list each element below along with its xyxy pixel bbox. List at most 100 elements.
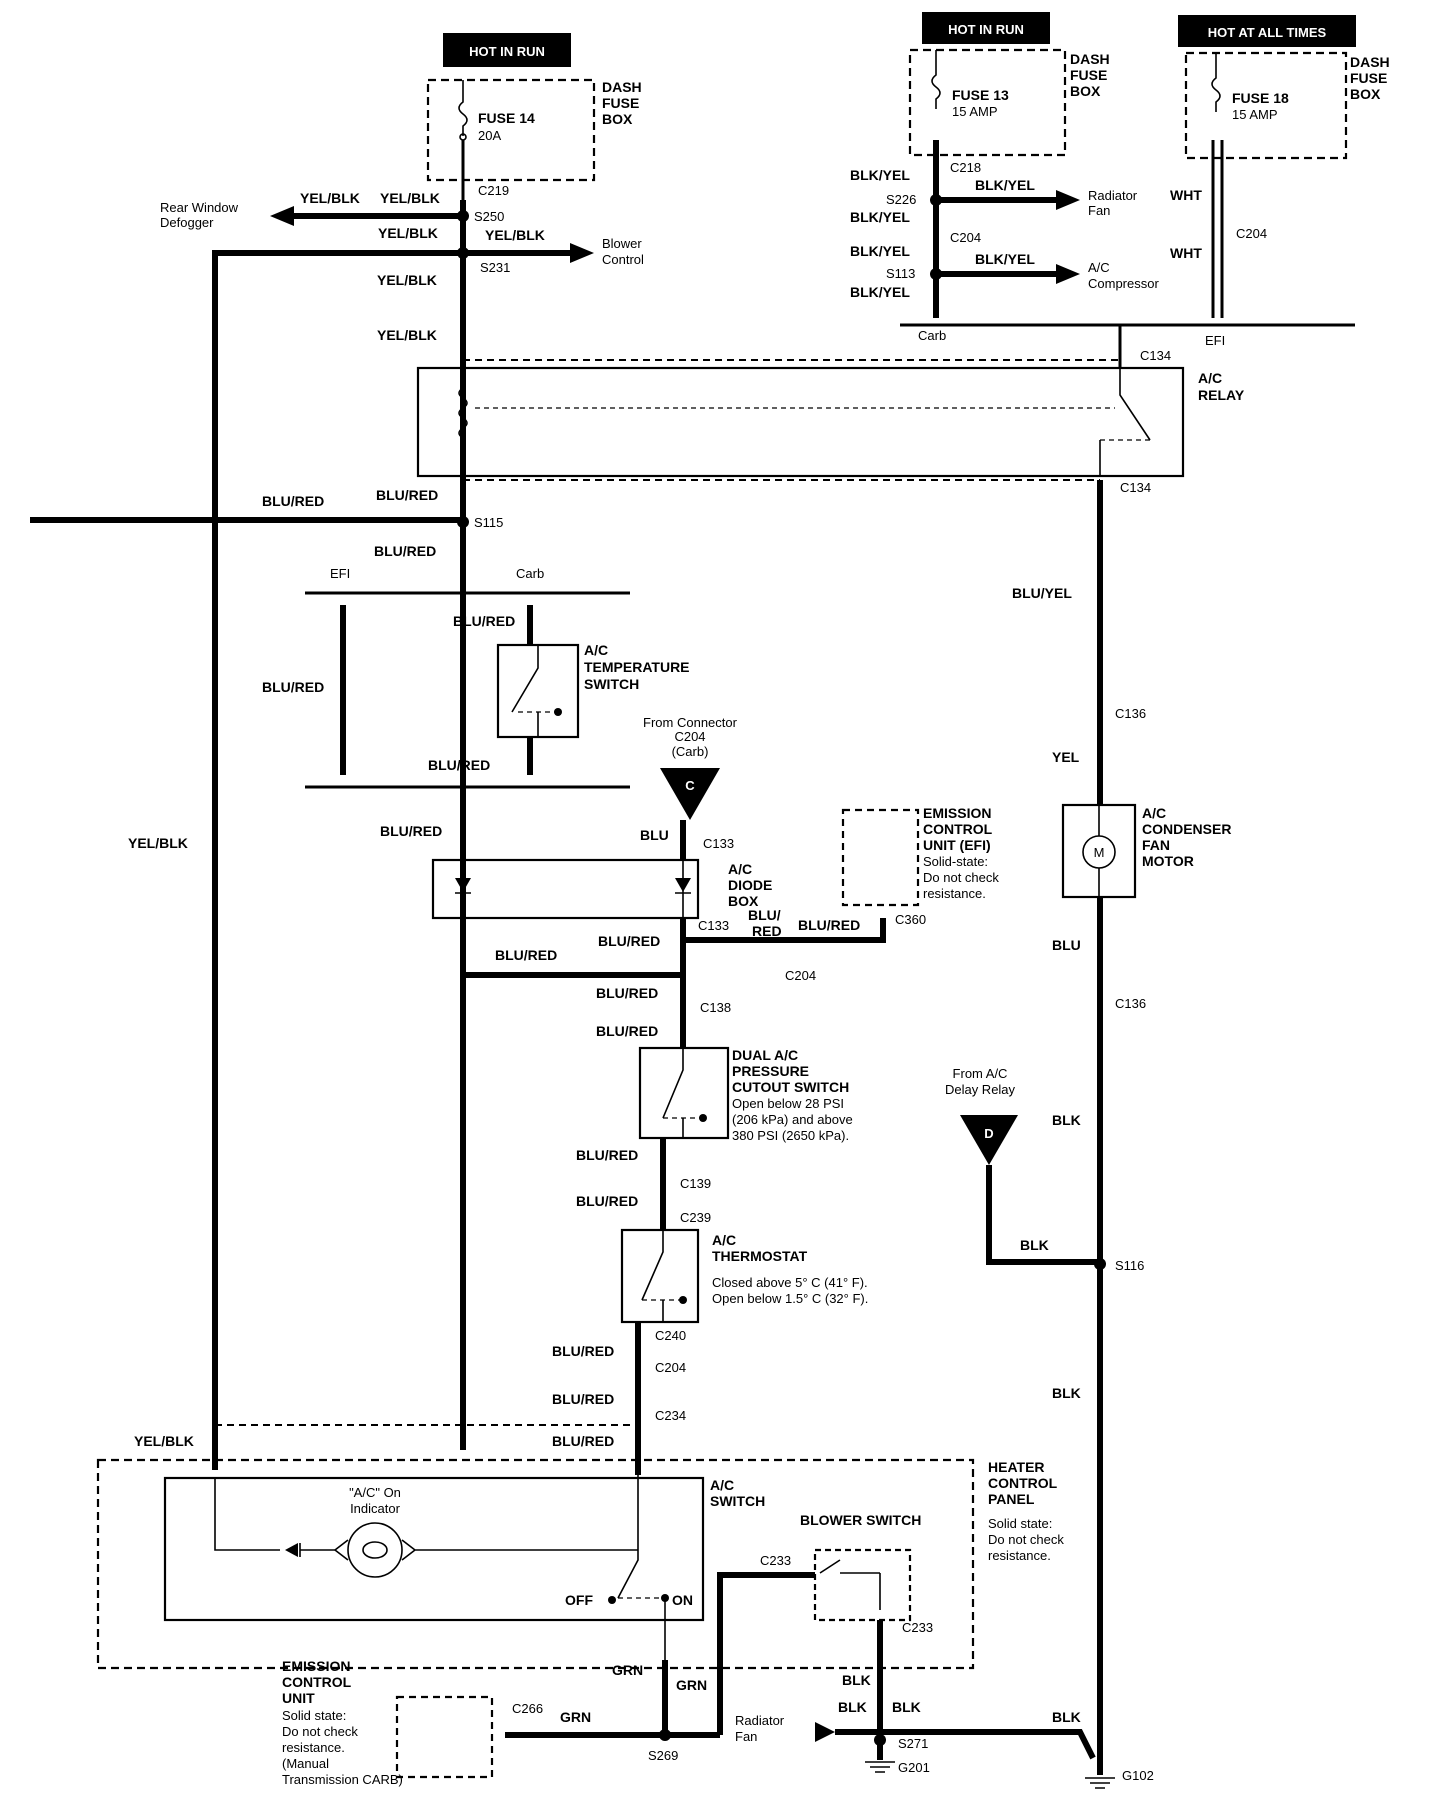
temp-switch-contact: [511, 645, 539, 737]
connector-c-letter: C: [685, 778, 695, 793]
c204-label-wht: C204: [1236, 226, 1267, 241]
fuse18-rating: 15 AMP: [1232, 107, 1278, 122]
ac-relay-coil: [458, 368, 468, 474]
dual-switch-contact: [662, 1048, 684, 1138]
dash-fuse-box-label-right: DASH FUSE BOX: [1350, 54, 1390, 102]
diode-right: [675, 878, 691, 892]
arrow-blower-control: [570, 243, 594, 263]
g201-ground-symbol: [865, 1761, 895, 1773]
svg-text:DASH: DASH: [1070, 51, 1110, 67]
thermostat-pivot: [679, 1296, 687, 1304]
svg-text:RELAY: RELAY: [1198, 387, 1245, 403]
wire-label-blu-red-split: BLU/: [748, 907, 781, 923]
wire-label-yel-blk-blower: YEL/BLK: [485, 227, 545, 243]
wire-label-yel: YEL: [1052, 749, 1080, 765]
blk-ground-bus: [835, 1729, 1096, 1760]
indicator-diode: [285, 1543, 298, 1557]
indicator-diode-bar: [299, 1543, 335, 1557]
s226-label: S226: [886, 192, 916, 207]
heater-control-panel-note: Solid state:: [988, 1516, 1052, 1531]
wire-label-wht-1: WHT: [1170, 187, 1202, 203]
wire-label-yel-blk-3: YEL/BLK: [377, 272, 437, 288]
dual-switch-pivot: [699, 1114, 707, 1122]
c233-label-2: C233: [902, 1620, 933, 1635]
blower-switch-contact: [819, 1559, 881, 1610]
wire-label-blk-4: BLK: [1052, 1112, 1081, 1128]
wire-label-grn-1: GRN: [612, 1662, 643, 1678]
ac-switch-on-label: ON: [672, 1592, 693, 1608]
wire-label-blk-7: BLK: [1052, 1709, 1081, 1725]
c360-label: C360: [895, 912, 926, 927]
blower-control-label: Blower: [602, 236, 642, 251]
c266-label: C266: [512, 1701, 543, 1716]
dual-pressure-switch-label: DUAL A/C: [732, 1047, 798, 1063]
wire-label-blu-red-11: BLU/RED: [576, 1147, 638, 1163]
c133-label-top: C133: [703, 836, 734, 851]
svg-text:MOTOR: MOTOR: [1142, 853, 1194, 869]
c136-label-top: C136: [1115, 706, 1146, 721]
svg-text:BOX: BOX: [1070, 83, 1101, 99]
wire-label-blk-6: BLK: [1052, 1385, 1081, 1401]
wire-label-blu-yel: BLU/YEL: [1012, 585, 1072, 601]
wire-label-yel-blk-bottom: YEL/BLK: [134, 1433, 194, 1449]
wire-label-blu-red-efi: BLU/RED: [262, 679, 324, 695]
emission-control-unit-efi: [841, 808, 920, 907]
c219-label: C219: [478, 183, 509, 198]
svg-text:resistance.: resistance.: [282, 1740, 345, 1755]
c218-label: C218: [950, 160, 981, 175]
hot-in-run-left-tag: HOT IN RUN: [443, 33, 571, 67]
svg-text:CUTOUT SWITCH: CUTOUT SWITCH: [732, 1079, 849, 1095]
emission-efi-label: EMISSION: [923, 805, 991, 821]
svg-text:BOX: BOX: [1350, 86, 1381, 102]
blower-switch-box: [813, 1548, 912, 1622]
fuse14-symbol: [458, 80, 468, 136]
s116-splice: [1094, 1258, 1106, 1270]
ac-temp-switch-label: A/C: [584, 642, 608, 658]
svg-text:Delay Relay: Delay Relay: [945, 1082, 1016, 1097]
c133-label-bottom: C133: [698, 918, 729, 933]
s269-label: S269: [648, 1748, 678, 1763]
svg-text:CONTROL: CONTROL: [988, 1475, 1058, 1491]
svg-text:Defogger: Defogger: [160, 215, 214, 230]
s113-label: S113: [886, 266, 915, 281]
c204-label-mid: C204: [785, 968, 816, 983]
svg-text:resistance.: resistance.: [923, 886, 986, 901]
c240-label: C240: [655, 1328, 686, 1343]
svg-text:CONTROL: CONTROL: [282, 1674, 352, 1690]
carb-label-branch: Carb: [516, 566, 544, 581]
fuse18-box: [1184, 51, 1348, 160]
svg-text:HOT IN RUN: HOT IN RUN: [469, 44, 545, 59]
g201-label: G201: [898, 1760, 930, 1775]
connector-d-letter: D: [984, 1126, 993, 1141]
svg-text:PANEL: PANEL: [988, 1491, 1035, 1507]
wire-label-blu-red-7: BLU/RED: [598, 933, 660, 949]
wire-label-blu-red-4: BLU/RED: [428, 757, 490, 773]
efi-label-top: EFI: [1205, 333, 1225, 348]
svg-text:FUSE: FUSE: [1350, 70, 1387, 86]
wire-label-blu-red-5: BLU/RED: [380, 823, 442, 839]
svg-text:UNIT (EFI): UNIT (EFI): [923, 837, 991, 853]
fuse18-symbol: [1211, 53, 1221, 112]
carb-label-top: Carb: [918, 328, 946, 343]
svg-text:SWITCH: SWITCH: [710, 1493, 765, 1509]
svg-text:RED: RED: [752, 923, 782, 939]
svg-text:Open below 1.5° C (32° F).: Open below 1.5° C (32° F).: [712, 1291, 868, 1306]
thermostat-contact: [641, 1230, 664, 1322]
s115-splice: [457, 516, 469, 528]
wire-label-blu-red-9: BLU/RED: [596, 985, 658, 1001]
svg-text:Compressor: Compressor: [1088, 276, 1159, 291]
heater-control-panel: [96, 1458, 975, 1670]
ac-switch-off-label: OFF: [565, 1592, 593, 1608]
wire-label-blu-red-3: BLU/RED: [453, 613, 515, 629]
yel-blk-long-wire: [212, 250, 463, 1470]
svg-text:CONTROL: CONTROL: [923, 821, 993, 837]
wire-label-blk-1: BLK: [842, 1672, 871, 1688]
g102-ground-symbol: [1085, 1777, 1115, 1789]
svg-text:UNIT: UNIT: [282, 1690, 315, 1706]
grn-to-blower: [717, 1572, 815, 1735]
wire-label-blk-yel-rad: BLK/YEL: [975, 177, 1035, 193]
ac-thermostat: [620, 1228, 700, 1324]
svg-text:BOX: BOX: [728, 893, 759, 909]
wire-label-blk-yel-2: BLK/YEL: [850, 209, 910, 225]
